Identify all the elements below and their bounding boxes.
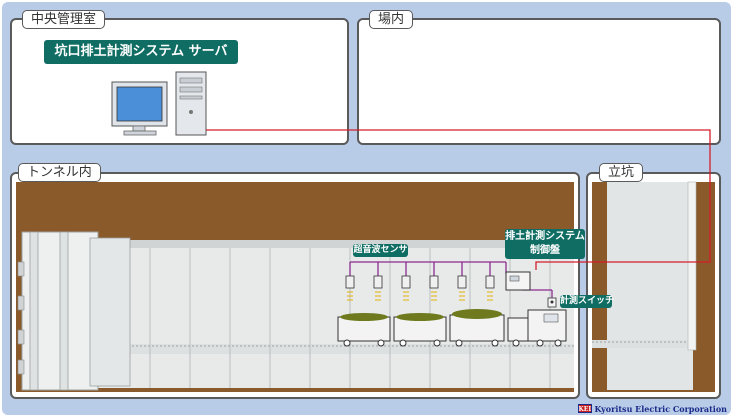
- shaft-interior: [592, 181, 697, 390]
- locomotive-icon: [507, 309, 567, 347]
- sensor-wave-icon: [347, 291, 493, 301]
- control-panel-callout-line2: 制御盤: [530, 245, 560, 256]
- company-name: Kyoritsu Electric Corporation: [594, 403, 727, 414]
- tunnel-label: トンネル内: [18, 163, 101, 182]
- muck-cart-icon: [337, 309, 505, 347]
- server-tower-icon: [175, 71, 207, 136]
- sensor-wiring: [349, 261, 553, 298]
- data-cable: [206, 129, 711, 270]
- measurement-switch-icon: [547, 297, 557, 308]
- boring-machine-icon: [17, 231, 131, 391]
- control-panel-callout-line1: 排土計測システム: [505, 231, 585, 242]
- control-panel-callout: 排土計測システム 制御盤: [505, 229, 585, 259]
- control-panel-icon: [505, 271, 531, 291]
- shaft-label: 立坑: [599, 163, 644, 182]
- server-label: 坑口排土計測システム サーバ: [44, 40, 238, 64]
- ultrasonic-sensor-icon: [345, 275, 495, 289]
- company-logo: KEI Kyoritsu Electric Corporation: [577, 403, 727, 414]
- monitor-icon: [111, 81, 168, 136]
- control-room-label: 中央管理室: [22, 10, 106, 29]
- site-panel: [357, 18, 721, 145]
- site-label: 場内: [369, 10, 414, 29]
- sensor-callout: 超音波センサ: [353, 244, 408, 257]
- company-logo-mark: KEI: [577, 404, 592, 413]
- switch-callout: 計測スイッチ: [560, 295, 615, 308]
- tunnel-interior: [96, 240, 574, 388]
